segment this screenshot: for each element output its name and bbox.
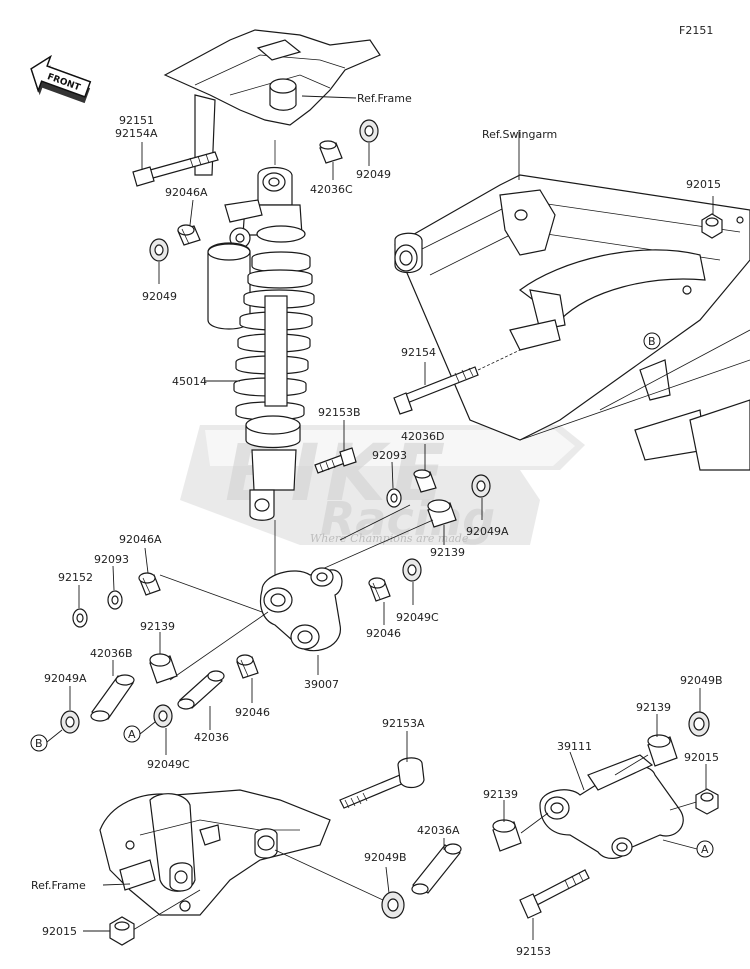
bearing-92046-bottom	[236, 654, 259, 703]
guide-line-lower	[274, 849, 384, 901]
label-92139-rod: 92139	[483, 788, 518, 801]
label-92049c-bottom: 92049C	[147, 758, 190, 771]
label-92139-left: 92139	[140, 620, 175, 633]
label-92093-left: 92093	[94, 553, 129, 566]
guide-line-mid2	[339, 504, 411, 541]
label-92046-right: 92046	[366, 627, 401, 640]
label-92049b-bottom: 92049B	[364, 851, 407, 864]
rocker-arm-39007	[259, 567, 343, 675]
callout-b-swingarm: B	[643, 332, 661, 350]
label-39111: 39111	[557, 740, 592, 753]
callout-b2-text: B	[35, 737, 43, 750]
guide-line-rocker	[159, 574, 263, 613]
frame-top-mount	[163, 29, 381, 176]
seal-92049a-right	[471, 474, 491, 520]
label-92154: 92154	[401, 346, 436, 359]
seal-92049-top	[359, 119, 379, 166]
label-42036d: 42036D	[401, 430, 444, 443]
figure-code: F2151	[679, 24, 713, 37]
label-ref-swingarm: Ref.Swingarm	[482, 128, 557, 141]
washer-92152	[72, 585, 88, 628]
seal-92049b-right	[688, 688, 710, 737]
label-92093-top: 92093	[372, 449, 407, 462]
collar-42036a	[411, 838, 462, 895]
guide-line-mid	[319, 519, 434, 571]
label-92015-top: 92015	[686, 178, 721, 191]
label-92015-right: 92015	[684, 751, 719, 764]
label-92049c-right: 92049C	[396, 611, 439, 624]
label-92049-top: 92049	[356, 168, 391, 181]
label-92049a-left: 92049A	[44, 672, 87, 685]
callout-b-left: B	[30, 734, 48, 752]
label-92015-bottom: 92015	[42, 925, 77, 938]
label-92153: 92153	[516, 945, 551, 958]
guide-line-lower2	[132, 889, 201, 931]
guide-line-tierod2	[520, 812, 549, 834]
collar-42036	[177, 670, 225, 730]
callout-a-left: A	[123, 725, 141, 743]
label-42036: 42036	[194, 731, 229, 744]
label-92151: 92151	[119, 114, 154, 127]
seal-92049c-right	[402, 558, 422, 605]
callout-a-right: A	[662, 839, 714, 858]
guide-line-tierod	[614, 754, 649, 776]
label-45014: 45014	[172, 375, 207, 388]
frame-bottom-mount	[99, 789, 331, 916]
collar-42036d	[413, 444, 437, 493]
bolt-92154	[393, 349, 521, 415]
bolt-92151	[132, 142, 219, 187]
seal-92049-left	[149, 238, 169, 284]
label-92154a: 92154A	[115, 127, 158, 140]
washer-92093-top	[386, 461, 402, 508]
callout-b1-text: B	[648, 335, 656, 348]
label-92153b: 92153B	[318, 406, 361, 419]
bearing-92046a-top	[177, 199, 201, 246]
watermark-brand-line2: Racing	[320, 492, 495, 546]
washer-92093-left	[107, 565, 123, 610]
bearing-92046a-mid	[138, 547, 161, 596]
bushing-92139-left	[149, 632, 178, 684]
label-39007: 39007	[304, 678, 339, 691]
label-42036c: 42036C	[310, 183, 353, 196]
seal-92049a-left	[46, 686, 80, 743]
label-42036a: 42036A	[417, 824, 460, 837]
front-arrow-icon: FRONT	[30, 54, 92, 104]
label-92153a: 92153A	[382, 717, 425, 730]
seal-92049c-bottom	[139, 704, 173, 755]
label-92139-lower: 92139	[636, 701, 671, 714]
tie-rod-39111	[539, 751, 684, 859]
label-92049-left: 92049	[142, 290, 177, 303]
guide-line-rocker2	[169, 611, 269, 681]
collar-42036b	[90, 660, 135, 722]
swingarm	[394, 130, 750, 471]
bolt-92153a	[339, 731, 425, 809]
bearing-92046-right	[368, 577, 391, 625]
label-92046-bottom: 92046	[235, 706, 270, 719]
label-92046a-top: 92046A	[165, 186, 208, 199]
watermark-slogan: Where Champions are made	[310, 532, 469, 545]
bushing-92139-mid	[427, 499, 457, 545]
callout-a2-text: A	[701, 843, 709, 856]
label-ref-frame-bottom: Ref.Frame	[31, 879, 86, 892]
nut-92015-right	[695, 764, 719, 815]
nut-92015-bottom	[83, 916, 135, 946]
watermark: BIKE Racing Where Champions are made	[180, 425, 585, 546]
label-92049b-right: 92049B	[680, 674, 723, 687]
collar-42036c	[319, 140, 343, 180]
label-92152: 92152	[58, 571, 93, 584]
bushing-92139-lower	[647, 714, 678, 767]
bolt-92153	[519, 869, 590, 940]
callout-a1-text: A	[128, 728, 136, 741]
label-92049a-right: 92049A	[466, 525, 509, 538]
shock-absorber-45014	[207, 140, 315, 590]
bushing-92139-rod	[492, 800, 522, 852]
label-92139-mid: 92139	[430, 546, 465, 559]
nut-92015-top	[701, 196, 723, 239]
label-92046a-mid: 92046A	[119, 533, 162, 546]
label-42036b: 42036B	[90, 647, 133, 660]
bolt-92153b	[314, 420, 357, 474]
label-ref-frame-top: Ref.Frame	[357, 92, 412, 105]
seal-92049b-bottom	[381, 866, 405, 919]
